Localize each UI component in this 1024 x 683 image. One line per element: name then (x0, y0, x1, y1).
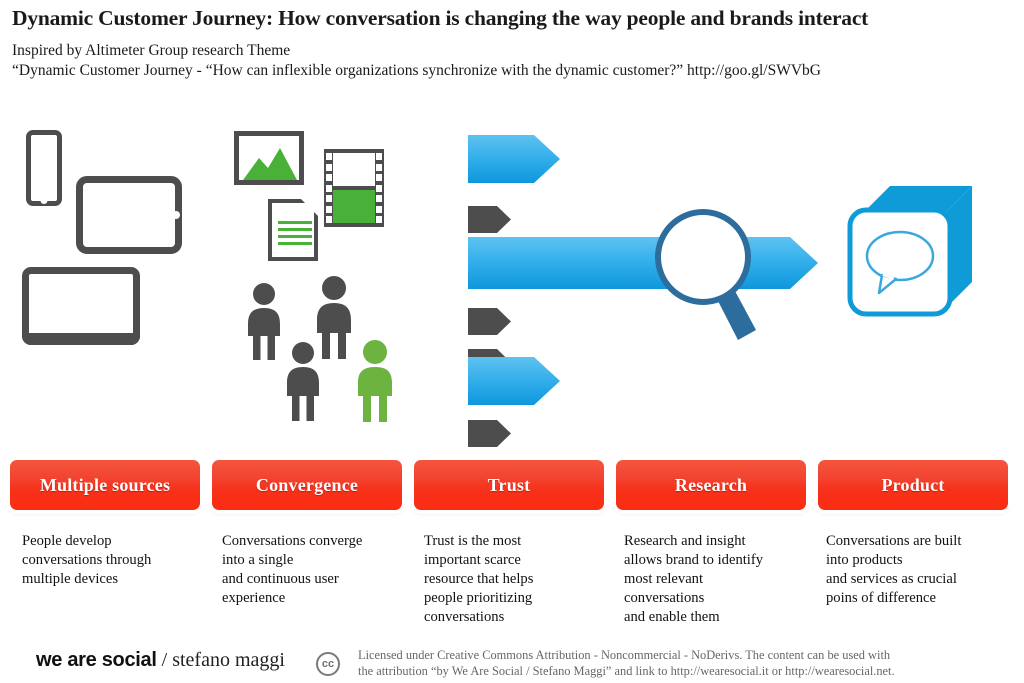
desc-line: allows brand to identify (624, 551, 764, 568)
stage-descriptions-row: People develop conversations through mul… (0, 532, 1024, 632)
desc-line: poins of difference (826, 589, 936, 606)
arrow-gray-small-1 (468, 206, 511, 233)
text-document-icon (268, 199, 318, 261)
desc-line: resource that helps (424, 570, 534, 587)
image-file-icon (234, 131, 304, 185)
desc-line: conversations (424, 608, 505, 625)
stage-description-multiple-sources: People develop conversations through mul… (22, 532, 151, 589)
desc-line: Trust is the most (424, 533, 522, 549)
subtitle-block: Inspired by Altimeter Group research The… (0, 31, 1024, 82)
footer: we are social / stefano maggi cc License… (0, 636, 1024, 683)
stage-button-trust[interactable]: Trust (414, 460, 604, 510)
license-line-1: Licensed under Creative Commons Attribut… (358, 648, 891, 662)
brand-author: stefano maggi (172, 649, 285, 671)
desc-line: conversations (624, 589, 705, 606)
subtitle-line-1: Inspired by Altimeter Group research The… (12, 41, 291, 59)
stage-button-label: Product (881, 474, 945, 495)
stage-buttons-row: Multiple sources Convergence Trust Resea… (0, 455, 1024, 517)
tablet-icon (76, 176, 182, 254)
person-icon-1 (248, 283, 280, 360)
subtitle-line-2: “Dynamic Customer Journey - “How can inf… (12, 62, 821, 80)
magnifying-glass-icon (655, 209, 756, 340)
stage-description-research: Research and insight allows brand to ide… (624, 532, 763, 627)
stage-button-product[interactable]: Product (818, 460, 1008, 510)
desc-line: into a single (222, 551, 294, 568)
film-perforations-left (326, 153, 332, 223)
document-text-lines (278, 221, 312, 249)
license-text: Licensed under Creative Commons Attribut… (358, 647, 895, 680)
person-icon-2 (317, 276, 351, 359)
arrow-blue-large-top (468, 135, 560, 183)
person-icon-3 (287, 342, 319, 421)
illustration-band (0, 112, 1024, 452)
stage-description-product: Conversations are built into products an… (826, 532, 961, 608)
license-line-2: the attribution “by We Are Social / Stef… (358, 664, 895, 679)
desc-line: Research and insight (624, 533, 746, 549)
film-frame-white (333, 153, 375, 186)
desc-line: most relevant (624, 570, 704, 587)
stage-description-convergence: Conversations converge into a single and… (222, 532, 362, 608)
stage-button-label: Convergence (255, 474, 359, 495)
stage-description-trust: Trust is the most important scarce resou… (424, 532, 533, 627)
header: Dynamic Customer Journey: How conversati… (0, 0, 1024, 82)
film-frame-green (333, 190, 375, 223)
brand-separator: / (156, 649, 173, 671)
footer-divider (0, 636, 1024, 637)
film-strip-icon (324, 149, 384, 227)
brand-credit: we are social / stefano maggi (36, 649, 285, 672)
desc-line: multiple devices (22, 570, 119, 587)
desc-line: and services as crucial (826, 570, 957, 587)
stage-button-label: Multiple sources (39, 474, 171, 495)
desc-line: conversations through (22, 551, 152, 568)
arrow-gray-small-4 (468, 420, 511, 447)
stage-button-label: Research (674, 474, 748, 495)
desc-line: experience (222, 589, 286, 606)
desc-line: Conversations converge (222, 533, 363, 549)
stage-button-convergence[interactable]: Convergence (212, 460, 402, 510)
stage-button-multiple-sources[interactable]: Multiple sources (10, 460, 200, 510)
arrow-blue-large-bottom (468, 357, 560, 405)
stage-button-research[interactable]: Research (616, 460, 806, 510)
person-icon-4-green (358, 340, 392, 422)
creative-commons-icon: cc (316, 652, 340, 676)
arrow-gray-small-2 (468, 308, 511, 335)
laptop-icon (22, 267, 140, 345)
page-title: Dynamic Customer Journey: How conversati… (12, 6, 869, 30)
product-cube-icon (847, 186, 972, 317)
desc-line: and enable them (624, 608, 720, 625)
tablet-home-button (172, 211, 180, 219)
desc-line: into products (826, 551, 903, 568)
desc-line: people prioritizing (424, 589, 533, 606)
desc-line: People develop (22, 533, 112, 549)
laptop-base (22, 333, 140, 345)
smartphone-icon (26, 130, 62, 206)
brand-name: we are social (36, 649, 157, 671)
stage-button-label: Trust (487, 474, 531, 495)
document-fold-corner (301, 199, 318, 216)
desc-line: Conversations are built (826, 533, 962, 549)
desc-line: and continuous user (222, 570, 339, 587)
desc-line: important scarce (424, 551, 521, 568)
film-perforations-right (376, 153, 382, 223)
smartphone-home-button (40, 197, 48, 204)
